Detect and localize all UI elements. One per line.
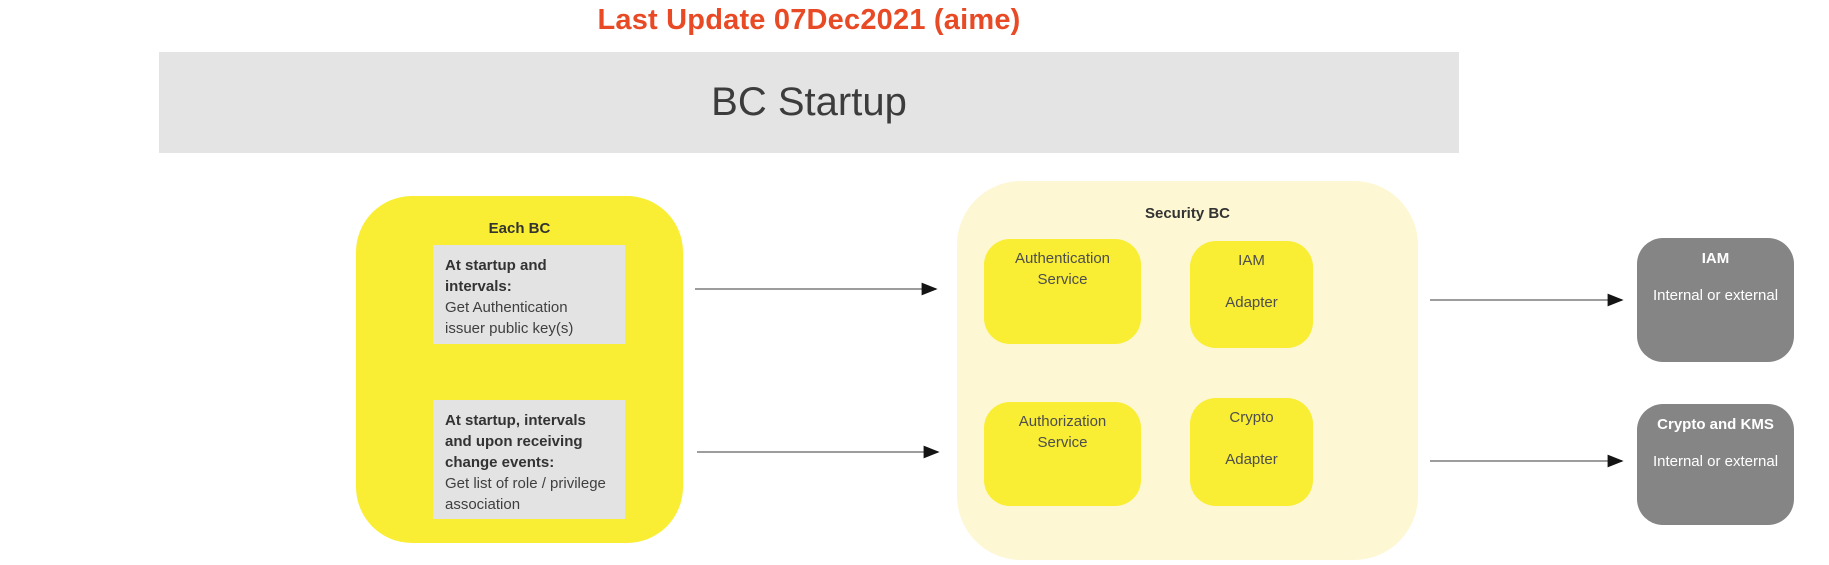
iam-external-subtitle: Internal or external	[1652, 287, 1779, 304]
crypto-kms-external-subtitle: Internal or external	[1652, 453, 1779, 470]
crypto-adapter-line1: Crypto	[1229, 409, 1274, 426]
note-header: At startup and intervals:	[445, 257, 547, 295]
crypto-adapter-box: Crypto Adapter	[1190, 398, 1313, 506]
page-title: Last Update 07Dec2021 (aime)	[597, 4, 1021, 36]
security-bc-label: Security BC	[1144, 205, 1231, 222]
crypto-kms-external-title: Crypto and KMS	[1657, 416, 1774, 433]
iam-adapter-box: IAM Adapter	[1190, 241, 1313, 348]
note-body: Get list of role / privilege association	[445, 475, 606, 513]
authorization-service-box: Authorization Service	[984, 402, 1141, 506]
authentication-service-box: Authentication Service	[984, 239, 1141, 344]
iam-adapter-line2: Adapter	[1225, 294, 1278, 311]
note-header: At startup, intervals and upon receiving…	[445, 412, 586, 471]
iam-external-title: IAM	[1701, 250, 1730, 267]
banner-title: BC Startup	[711, 80, 907, 124]
crypto-kms-external-box: Crypto and KMS Internal or external	[1637, 404, 1794, 525]
change-events-note: At startup, intervals and upon receiving…	[433, 400, 625, 519]
iam-adapter-line1: IAM	[1238, 252, 1265, 269]
each-bc-label: Each BC	[488, 220, 551, 237]
note-body: Get Authentication issuer public key(s)	[445, 299, 574, 337]
bc-startup-banner: BC Startup	[159, 52, 1459, 153]
crypto-adapter-line2: Adapter	[1225, 451, 1278, 468]
iam-external-box: IAM Internal or external	[1637, 238, 1794, 362]
startup-intervals-note: At startup and intervals: Get Authentica…	[433, 245, 625, 344]
